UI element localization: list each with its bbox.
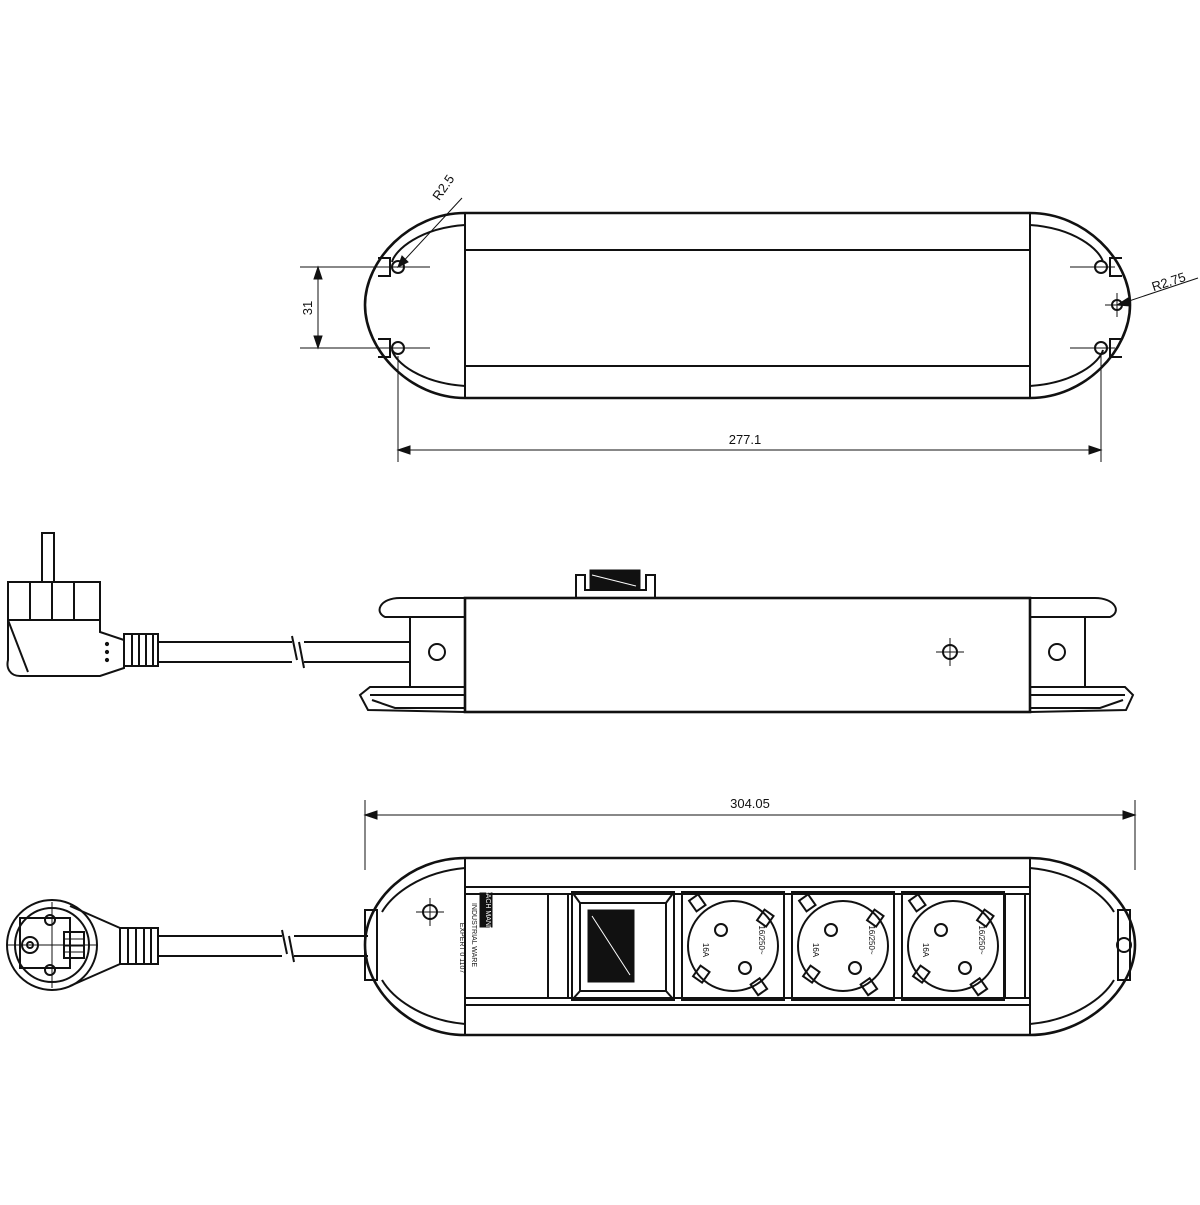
- top-view: 31 R2.5 R2.75 277.1: [300, 172, 1199, 462]
- socket-outlet-1: 16A 16/250~: [681, 891, 785, 1001]
- socket-row: 16A 16/250~ 16A 16/250~ 16A 16/250~: [681, 891, 1005, 1001]
- socket-pin-hole: [714, 923, 728, 937]
- mounting-hole-top-right: [1070, 257, 1122, 277]
- dim-top-length: 277.1: [396, 356, 1103, 462]
- side-mounting-hole: [936, 638, 964, 666]
- front-switch: [571, 891, 675, 1001]
- socket-voltage-label: 16/250~: [757, 925, 766, 954]
- front-view: 304.05: [6, 796, 1137, 1037]
- socket-pin-hole: [738, 961, 752, 975]
- dim-hole-spacing: 31: [300, 265, 398, 350]
- brand-logo: BACH MANN: [484, 889, 491, 931]
- front-mounting-hole: [416, 898, 444, 926]
- cable-strain-relief-front: [119, 927, 159, 965]
- socket-voltage-label: 16/250~: [867, 925, 876, 954]
- front-cable: [158, 929, 368, 963]
- socket-amp-label: 16A: [701, 943, 710, 958]
- socket-voltage-label: 16/250~: [977, 925, 986, 954]
- front-housing: BACH MANN INDUSTRIAL WARE EXPERT 0 1107: [363, 856, 1137, 1037]
- dim-label-30405: 304.05: [730, 796, 770, 811]
- mounting-hole-bottom-right: [1070, 338, 1122, 358]
- socket-pin-hole: [958, 961, 972, 975]
- socket-pin-hole: [934, 923, 948, 937]
- side-body: [358, 569, 1135, 714]
- side-plug: [6, 532, 159, 677]
- dim-front-length: 304.05: [363, 796, 1137, 870]
- side-switch: [575, 569, 656, 598]
- brand-model: INDUSTRIAL WARE: [470, 903, 477, 967]
- dim-label-r25: R2.5: [429, 172, 457, 203]
- side-view: [6, 532, 1135, 714]
- front-plug: [6, 899, 159, 991]
- dim-label-31: 31: [300, 301, 315, 315]
- top-view-outline: [363, 211, 1132, 400]
- socket-outlet-3: 16A 16/250~: [901, 891, 1005, 1001]
- dim-label-2771: 277.1: [729, 432, 762, 447]
- socket-amp-label: 16A: [921, 943, 930, 958]
- socket-pin-hole: [824, 923, 838, 937]
- side-cable: [158, 635, 410, 669]
- brand-label: BACH MANN INDUSTRIAL WARE EXPERT 0 1107: [458, 889, 493, 974]
- socket-outlet-2: 16A 16/250~: [791, 891, 895, 1001]
- brand-code: EXPERT 0 1107: [458, 923, 465, 974]
- socket-amp-label: 16A: [811, 943, 820, 958]
- dim-label-r275: R2.75: [1150, 269, 1188, 294]
- cable-strain-relief-side: [123, 633, 159, 667]
- socket-pin-hole: [848, 961, 862, 975]
